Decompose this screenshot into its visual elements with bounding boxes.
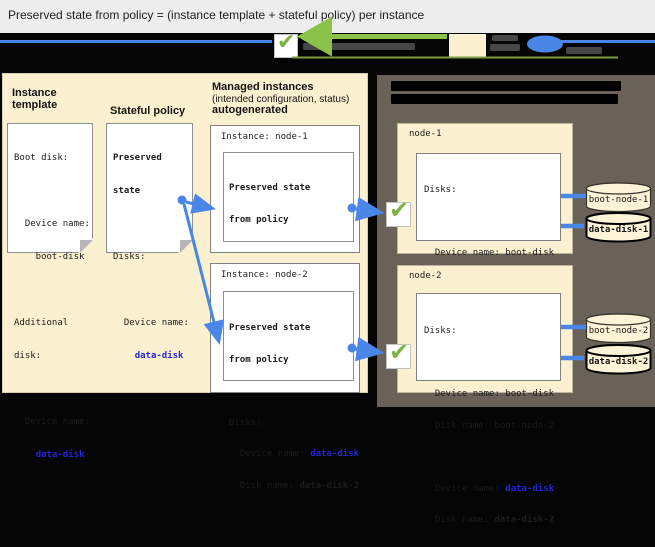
instance-template-doc: Boot disk: Device name: boot-disk Additi…	[7, 123, 93, 460]
node-1-check-box: ✔	[386, 197, 411, 227]
disk-label: boot-node-1	[588, 195, 649, 205]
node-2-check-box: ✔	[386, 339, 411, 369]
template-data-disk-value: data-disk	[35, 450, 85, 460]
vm-node-2: node-2 Disks: Device name: boot-disk Dis…	[397, 265, 573, 525]
legend-label-redacted-3	[566, 47, 602, 54]
managed-instance-node-1: Instance: node-1 Preserved state from po…	[210, 125, 360, 351]
cylinder-shape	[585, 212, 652, 243]
cylinder-shape	[585, 182, 652, 213]
instance-title: Instance: node-1	[221, 132, 308, 142]
legend-label-redacted-2a	[492, 35, 518, 41]
legend-cream-box-icon	[449, 34, 486, 58]
boot-node-2-disk-cylinder: boot-node-2	[585, 313, 652, 344]
instance-title: Instance: node-2	[221, 270, 308, 280]
managed-instances-label: Managed instances (intended configuratio…	[212, 81, 350, 116]
cylinder-shape	[585, 344, 652, 375]
data-disk-1-disk-cylinder: data-disk-1	[585, 212, 652, 243]
diagram-title: Preserved state from policy = (instance …	[8, 8, 425, 22]
disk-label: boot-node-2	[588, 326, 649, 336]
data-disk-2-disk-cylinder: data-disk-2	[585, 344, 652, 375]
disk-label: data-disk-1	[588, 225, 649, 235]
node-2-check-icon: ✔	[389, 338, 410, 366]
vm-name: node-1	[409, 129, 442, 139]
legend-check-box: ✔	[274, 30, 298, 58]
cylinder-shape	[585, 313, 652, 344]
vm-disks-box: Disks: Device name: boot-disk Disk name:…	[416, 293, 561, 525]
vm-node-1: node-1 Disks: Device name: boot-disk Dis…	[397, 123, 573, 384]
disk-label: data-disk-2	[588, 357, 649, 367]
vm-disks-box: Disks: Device name: boot-disk Disk name:…	[416, 153, 561, 384]
node-1-check-icon: ✔	[389, 196, 410, 224]
legend-disk-icon	[527, 35, 563, 53]
preserved-state-box: Preserved state from policy Disks: Devic…	[223, 152, 359, 351]
stateful-policy-label: Stateful policy	[110, 105, 186, 117]
right-heading-redacted-2	[391, 94, 618, 104]
header-band: Preserved state from policy = (instance …	[0, 0, 655, 33]
right-heading-redacted-1	[391, 81, 621, 91]
policy-data-disk-value: data-disk	[134, 351, 184, 361]
instance-template-label: Instance template	[12, 87, 58, 111]
preserved-state-box: Preserved state from policy Disks: Devic…	[223, 291, 359, 491]
legend-label-redacted-2b	[490, 44, 520, 51]
legend-label-redacted-1	[303, 43, 415, 50]
managed-instance-node-2: Instance: node-2 Preserved state from po…	[210, 263, 360, 491]
stateful-policy-doc: Preserved state Disks: Device name: data…	[106, 123, 193, 361]
vm-name: node-2	[409, 271, 442, 281]
legend-check-icon: ✔	[277, 30, 296, 55]
boot-node-1-disk-cylinder: boot-node-1	[585, 182, 652, 213]
